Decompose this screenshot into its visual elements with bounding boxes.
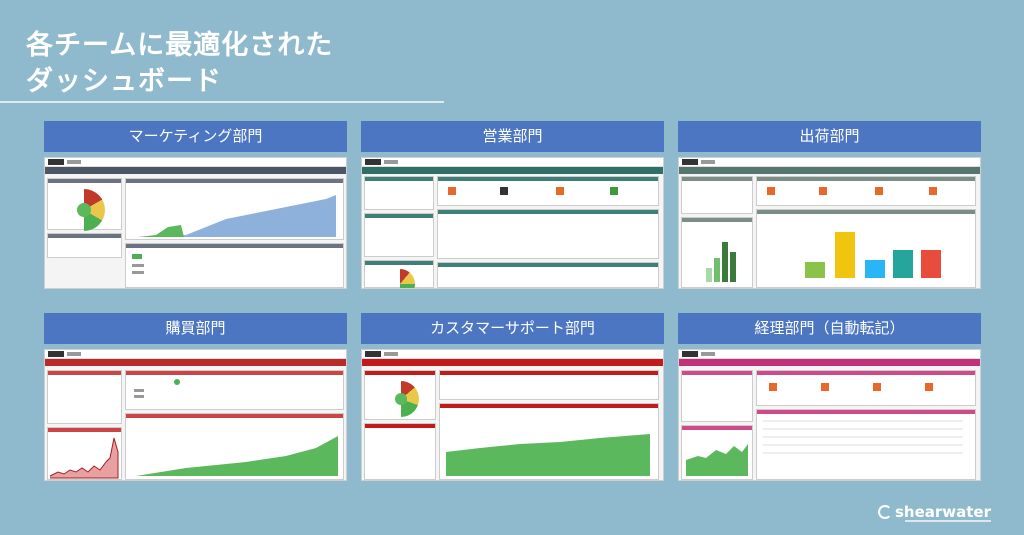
line-chart-panel	[125, 178, 344, 240]
shortcut-panel	[364, 176, 434, 210]
nav-bar	[679, 167, 980, 174]
dashboard-screenshot	[361, 349, 664, 481]
nav-bar	[45, 359, 346, 366]
card-header: カスタマーサポート部門	[361, 313, 664, 344]
list-panel	[47, 233, 122, 258]
gauge-panel	[364, 370, 436, 420]
bar-chart	[805, 232, 941, 278]
summary-panel	[439, 370, 659, 400]
calendar-panel	[364, 213, 434, 257]
bottom-panel	[437, 262, 659, 288]
card-purchasing: 購買部門	[44, 313, 347, 481]
area-chart-panel	[125, 413, 344, 480]
nav-bar	[679, 359, 980, 366]
trend-panel	[681, 425, 753, 480]
dashboard-screenshot	[678, 349, 981, 481]
trend-panel	[47, 427, 122, 480]
app-topbar	[45, 350, 346, 359]
dashboard-screenshot	[361, 157, 664, 289]
card-accounting: 経理部門（自動転記）	[678, 313, 981, 481]
dashboard-screenshot	[44, 349, 347, 481]
kpi-gauge-panel	[47, 178, 122, 231]
area-chart	[686, 444, 748, 476]
app-topbar	[362, 350, 663, 359]
nav-bar	[45, 167, 346, 174]
shortcut-panel	[681, 370, 753, 422]
area-chart	[49, 437, 119, 479]
nav-bar	[362, 167, 663, 174]
app-topbar	[45, 158, 346, 167]
app-topbar	[679, 350, 980, 359]
stacked-bar-chart	[706, 242, 736, 282]
card-header: 経理部門（自動転記）	[678, 313, 981, 344]
card-header: マーケティング部門	[44, 121, 347, 152]
bar-chart-panel	[756, 209, 976, 288]
financial-table-panel	[756, 409, 976, 480]
area-chart	[136, 436, 338, 476]
area-chart	[138, 195, 336, 237]
reminder-panel	[756, 176, 976, 206]
brand-name: shearwater	[894, 503, 991, 521]
card-marketing: マーケティング部門	[44, 121, 347, 289]
gauge-panel	[364, 260, 434, 288]
area-chart	[446, 434, 650, 476]
card-shipping: 出荷部門	[678, 121, 981, 289]
card-header: 購買部門	[44, 313, 347, 344]
shortcut-panel	[681, 176, 753, 214]
card-customer-support: カスタマーサポート部門	[361, 313, 664, 481]
page-title: 各チームに最適化された ダッシュボード	[26, 28, 333, 100]
area-chart-panel	[439, 403, 659, 480]
title-line-2: ダッシュボード	[26, 66, 222, 97]
card-header: 営業部門	[361, 121, 664, 152]
reminder-panel	[437, 176, 659, 206]
shortcut-panel	[47, 370, 122, 424]
title-line-1: 各チームに最適化された	[26, 30, 334, 61]
kpi-panel	[125, 370, 344, 410]
dashboard-screenshot	[44, 157, 347, 289]
app-topbar	[679, 158, 980, 167]
trend-panel	[681, 217, 753, 288]
kpi-table-panel	[125, 243, 344, 288]
app-topbar	[362, 158, 663, 167]
chart-panel	[364, 423, 436, 480]
card-header: 出荷部門	[678, 121, 981, 152]
card-sales: 営業部門	[361, 121, 664, 289]
shearwater-logo: shearwater	[877, 503, 991, 522]
nav-bar	[362, 359, 663, 366]
title-divider	[0, 101, 444, 103]
shearwater-logo-icon	[877, 505, 892, 519]
dashboard-screenshot	[678, 157, 981, 289]
reminder-panel	[756, 370, 976, 406]
report-panel	[437, 209, 659, 259]
